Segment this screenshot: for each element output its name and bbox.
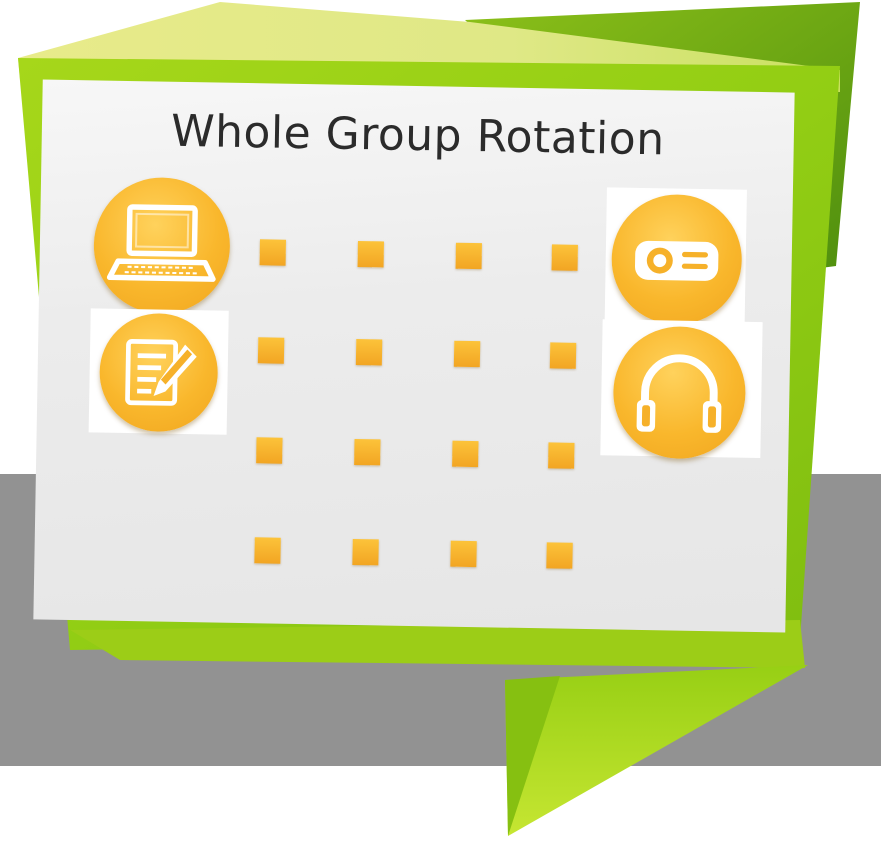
seat-r2-c1[interactable] bbox=[258, 337, 284, 363]
laptop-station-icon[interactable] bbox=[93, 176, 231, 314]
projector-station-icon[interactable] bbox=[611, 193, 743, 325]
seat-r2-c3[interactable] bbox=[454, 341, 480, 367]
seat-r3-c1[interactable] bbox=[256, 437, 282, 463]
laptop-icon bbox=[93, 176, 231, 314]
seat-r3-c3[interactable] bbox=[452, 441, 478, 467]
seat-r4-c4[interactable] bbox=[546, 542, 572, 568]
seat-r3-c2[interactable] bbox=[354, 439, 380, 465]
seat-r1-c3[interactable] bbox=[456, 243, 482, 269]
seat-r1-c4[interactable] bbox=[552, 244, 578, 270]
headphones-station-icon[interactable] bbox=[612, 325, 746, 459]
seat-r1-c2[interactable] bbox=[358, 241, 384, 267]
seat-r1-c1[interactable] bbox=[260, 239, 286, 265]
seat-r2-c4[interactable] bbox=[550, 342, 576, 368]
writing-station-icon[interactable] bbox=[99, 313, 219, 433]
document-pencil-icon bbox=[99, 313, 219, 433]
seat-r3-c4[interactable] bbox=[548, 442, 574, 468]
headphones-icon bbox=[612, 325, 746, 459]
seat-r2-c2[interactable] bbox=[356, 339, 382, 365]
projector-icon bbox=[611, 193, 743, 325]
seat-r4-c2[interactable] bbox=[352, 539, 378, 565]
seat-r4-c1[interactable] bbox=[254, 537, 280, 563]
seat-r4-c3[interactable] bbox=[450, 541, 476, 567]
rotation-board: Whole Group Rotation bbox=[33, 79, 794, 632]
